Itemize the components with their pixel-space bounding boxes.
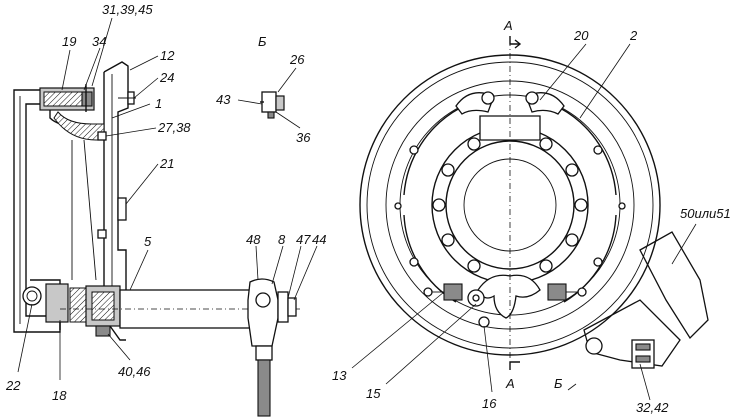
label-36: 36 [296, 130, 311, 145]
label-31-39-45: 31,39,45 [102, 2, 153, 17]
label-19: 19 [62, 34, 76, 49]
label-32-42: 32,42 [636, 400, 669, 415]
label-8: 8 [278, 232, 286, 247]
view-b-detail [260, 91, 285, 119]
label-27-38: 27,38 [157, 120, 191, 135]
label-43: 43 [216, 92, 231, 107]
label-view-b-title: Б [258, 34, 267, 49]
label-15: 15 [366, 386, 381, 401]
label-44: 44 [312, 232, 326, 247]
label-26: 26 [289, 52, 305, 67]
label-16: 16 [482, 396, 497, 411]
return-spring-right [547, 283, 587, 301]
label-21: 21 [159, 156, 174, 171]
label-5: 5 [144, 234, 152, 249]
label-18: 18 [52, 388, 67, 403]
label-40-46: 40,46 [118, 364, 151, 379]
label-22: 22 [5, 378, 21, 393]
return-spring-left [423, 283, 463, 301]
leader-lines [17, 17, 697, 401]
label-47: 47 [296, 232, 311, 247]
callout-labels: 31,39,45 19 34 12 24 1 27,38 21 5 48 8 4… [5, 2, 731, 415]
label-12: 12 [160, 48, 175, 63]
side-section-view [13, 61, 300, 417]
label-section-a-top: А [503, 18, 513, 33]
label-50-51: 50или51 [680, 206, 731, 221]
label-34: 34 [92, 34, 106, 49]
label-48: 48 [246, 232, 261, 247]
front-view [359, 36, 709, 370]
label-view-b-arrow: Б [554, 376, 563, 391]
label-20: 20 [573, 28, 589, 43]
label-13: 13 [332, 368, 347, 383]
label-24: 24 [159, 70, 174, 85]
label-1: 1 [155, 96, 162, 111]
label-section-a-bottom: А [505, 376, 515, 391]
label-2: 2 [629, 28, 638, 43]
